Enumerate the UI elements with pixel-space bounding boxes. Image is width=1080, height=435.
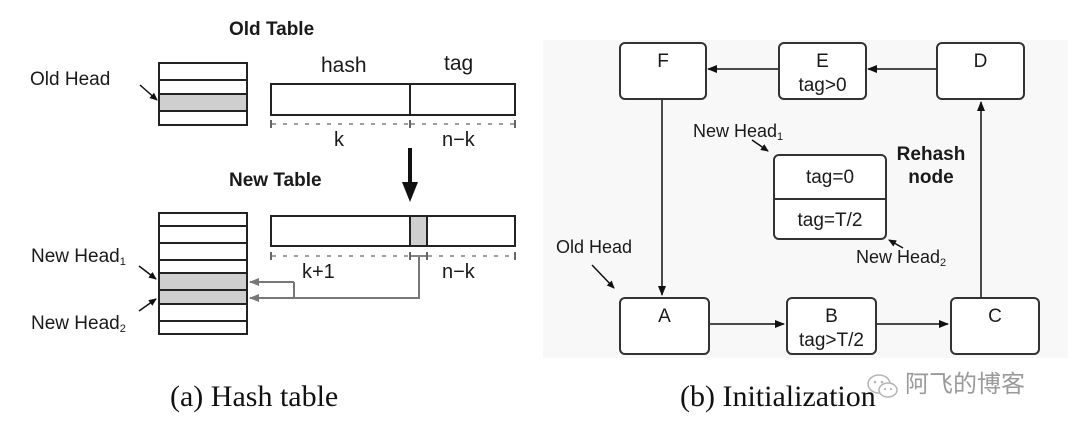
node-E-tag: tag>0	[798, 75, 847, 96]
ring-edges	[658, 65, 985, 328]
old-table-column	[158, 62, 248, 126]
b-new-head2-subscript: 2	[940, 257, 947, 269]
node-C: C	[950, 297, 1040, 355]
caption-b: (b) Initialization	[680, 380, 876, 413]
new-head1-text: New Head	[31, 246, 120, 267]
b-new-head1-pointer	[751, 139, 769, 152]
wechat-icon	[866, 372, 898, 398]
new-tag-width-label: n−k	[442, 261, 475, 283]
caption-a: (a) Hash table	[170, 380, 339, 413]
old-hash-width-label: k	[334, 129, 344, 151]
new-bit	[410, 217, 427, 245]
b-new-head1-text: New Head	[693, 121, 778, 141]
new-table-highlighted-row-1	[160, 273, 246, 290]
new-head1-pointer	[138, 265, 157, 280]
node-D-id: D	[973, 51, 988, 72]
node-A-id: A	[658, 306, 671, 327]
new-head2-subscript: 2	[119, 323, 126, 335]
node-D: D	[936, 42, 1025, 100]
b-old-head-label: Old Head	[556, 237, 633, 257]
new-table-column	[158, 212, 248, 335]
b-new-head2-label: New Head2	[856, 248, 946, 269]
new-head2-text: New Head	[31, 313, 120, 334]
rehash-node-top-tag: tag=0	[805, 166, 855, 188]
node-A: A	[619, 297, 710, 355]
node-B-id: B	[825, 306, 838, 327]
rehash-node-bottom: tag=T/2	[775, 200, 885, 240]
new-hash-width-label: k+1	[302, 261, 335, 283]
node-E: E tag>0	[778, 42, 867, 100]
node-F: F	[619, 42, 707, 100]
old-dimension-lines	[270, 120, 516, 128]
new-head2-pointer	[138, 298, 157, 312]
old-table-highlighted-row	[160, 94, 246, 111]
new-head1-label: New Head1	[31, 247, 126, 268]
node-C-id: C	[988, 306, 1002, 327]
old-head-pointer	[139, 84, 158, 101]
node-B: B tag>T/2	[786, 297, 877, 355]
tag-field-label: tag	[444, 52, 474, 75]
new-head1-subscript: 1	[119, 256, 126, 268]
rehash-node-title-1: Rehash	[896, 144, 966, 165]
rehash-node-title-2: node	[908, 167, 954, 188]
node-B-tag: tag>T/2	[799, 330, 864, 351]
hash-field-label: hash	[321, 54, 367, 77]
b-old-head-pointer	[591, 264, 615, 289]
new-table-highlighted-row-2	[160, 290, 246, 304]
rehash-node-top: tag=0	[775, 156, 885, 200]
b-new-head1-subscript: 1	[777, 131, 784, 143]
old-bitfield	[270, 83, 516, 116]
node-E-id: E	[816, 51, 829, 72]
new-dimension-lines	[270, 252, 516, 260]
new-table-title: New Table	[229, 170, 322, 191]
old-table-title: Old Table	[229, 19, 315, 40]
new-bitfield	[270, 215, 516, 247]
old-tag-width-label: n−k	[442, 129, 475, 151]
new-head2-label: New Head2	[31, 314, 126, 335]
rehash-node-bottom-tag: tag=T/2	[797, 209, 863, 231]
b-new-head2-text: New Head	[856, 247, 941, 267]
transition-arrow	[402, 148, 418, 202]
old-head-label: Old Head	[30, 69, 111, 90]
b-new-head1-label: New Head1	[693, 122, 783, 143]
b-new-head2-pointer	[888, 239, 904, 249]
watermark-text: 阿飞的博客	[905, 370, 1025, 398]
bit-routing-arrows	[249, 257, 420, 302]
rehash-node: tag=0 tag=T/2	[773, 154, 887, 240]
node-F-id: F	[657, 51, 669, 72]
